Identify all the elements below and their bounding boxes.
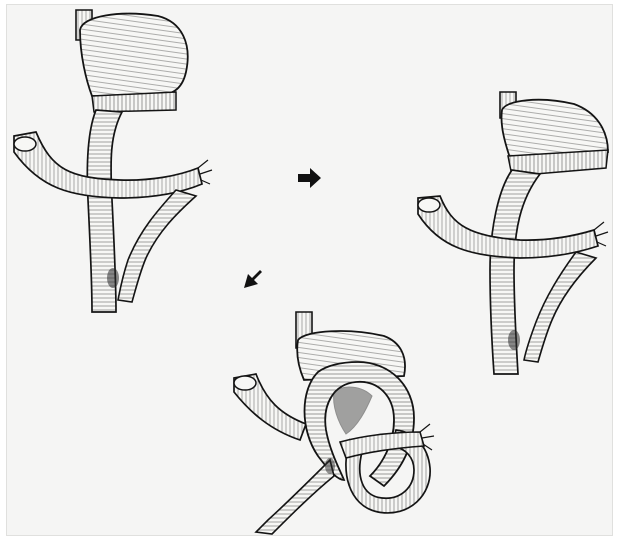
anastomosis-mark: [508, 330, 520, 350]
stage-3-illustration: [234, 312, 434, 534]
anastomosis-mark: [325, 458, 335, 474]
twist-point: [334, 387, 372, 434]
limb-open-end: [14, 137, 36, 151]
limb-open-end: [418, 198, 440, 212]
anastomosis-mark: [107, 268, 119, 288]
arrow-right-icon: [298, 168, 321, 188]
stage-1-illustration: [14, 10, 212, 312]
arrow-down-left-icon: [244, 270, 262, 288]
limb-open-end: [234, 376, 256, 390]
stage-2-illustration: [418, 92, 608, 374]
